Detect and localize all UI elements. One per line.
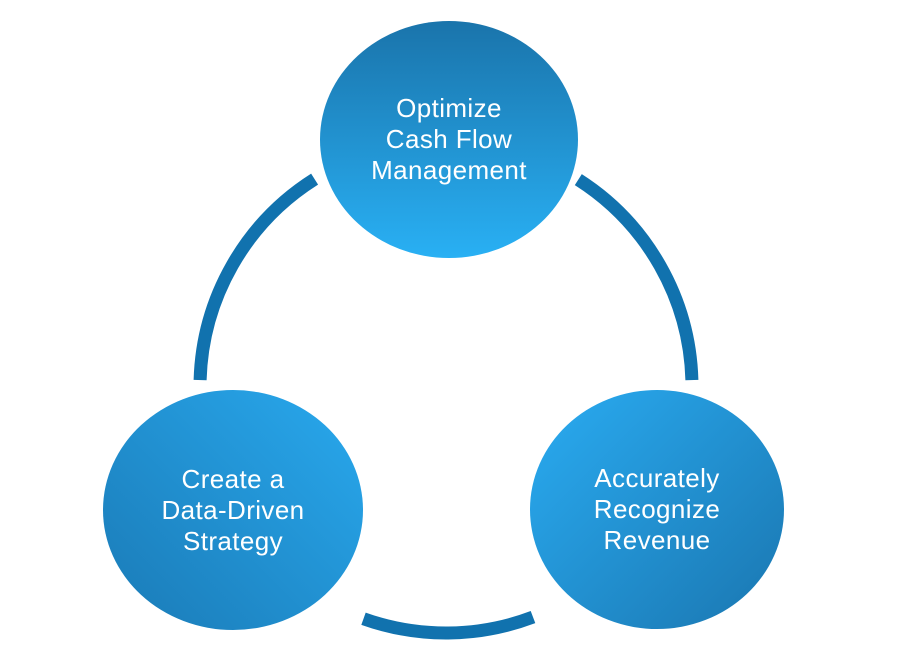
node-optimize-cash-flow-management: Optimize Cash Flow Management <box>320 21 578 258</box>
node-label-create-data-driven-strategy: Create a Data-Driven Strategy <box>161 463 305 556</box>
node-label-accurately-recognize-revenue: Accurately Recognize Revenue <box>593 463 721 555</box>
connector-arc-bottom <box>361 611 536 640</box>
connector-arc-right <box>574 174 699 381</box>
node-label-optimize-cash-flow-management: Optimize Cash Flow Management <box>371 93 527 185</box>
connector-arc-left <box>193 173 319 381</box>
node-create-data-driven-strategy: Create a Data-Driven Strategy <box>103 390 363 630</box>
node-accurately-recognize-revenue: Accurately Recognize Revenue <box>530 390 784 629</box>
